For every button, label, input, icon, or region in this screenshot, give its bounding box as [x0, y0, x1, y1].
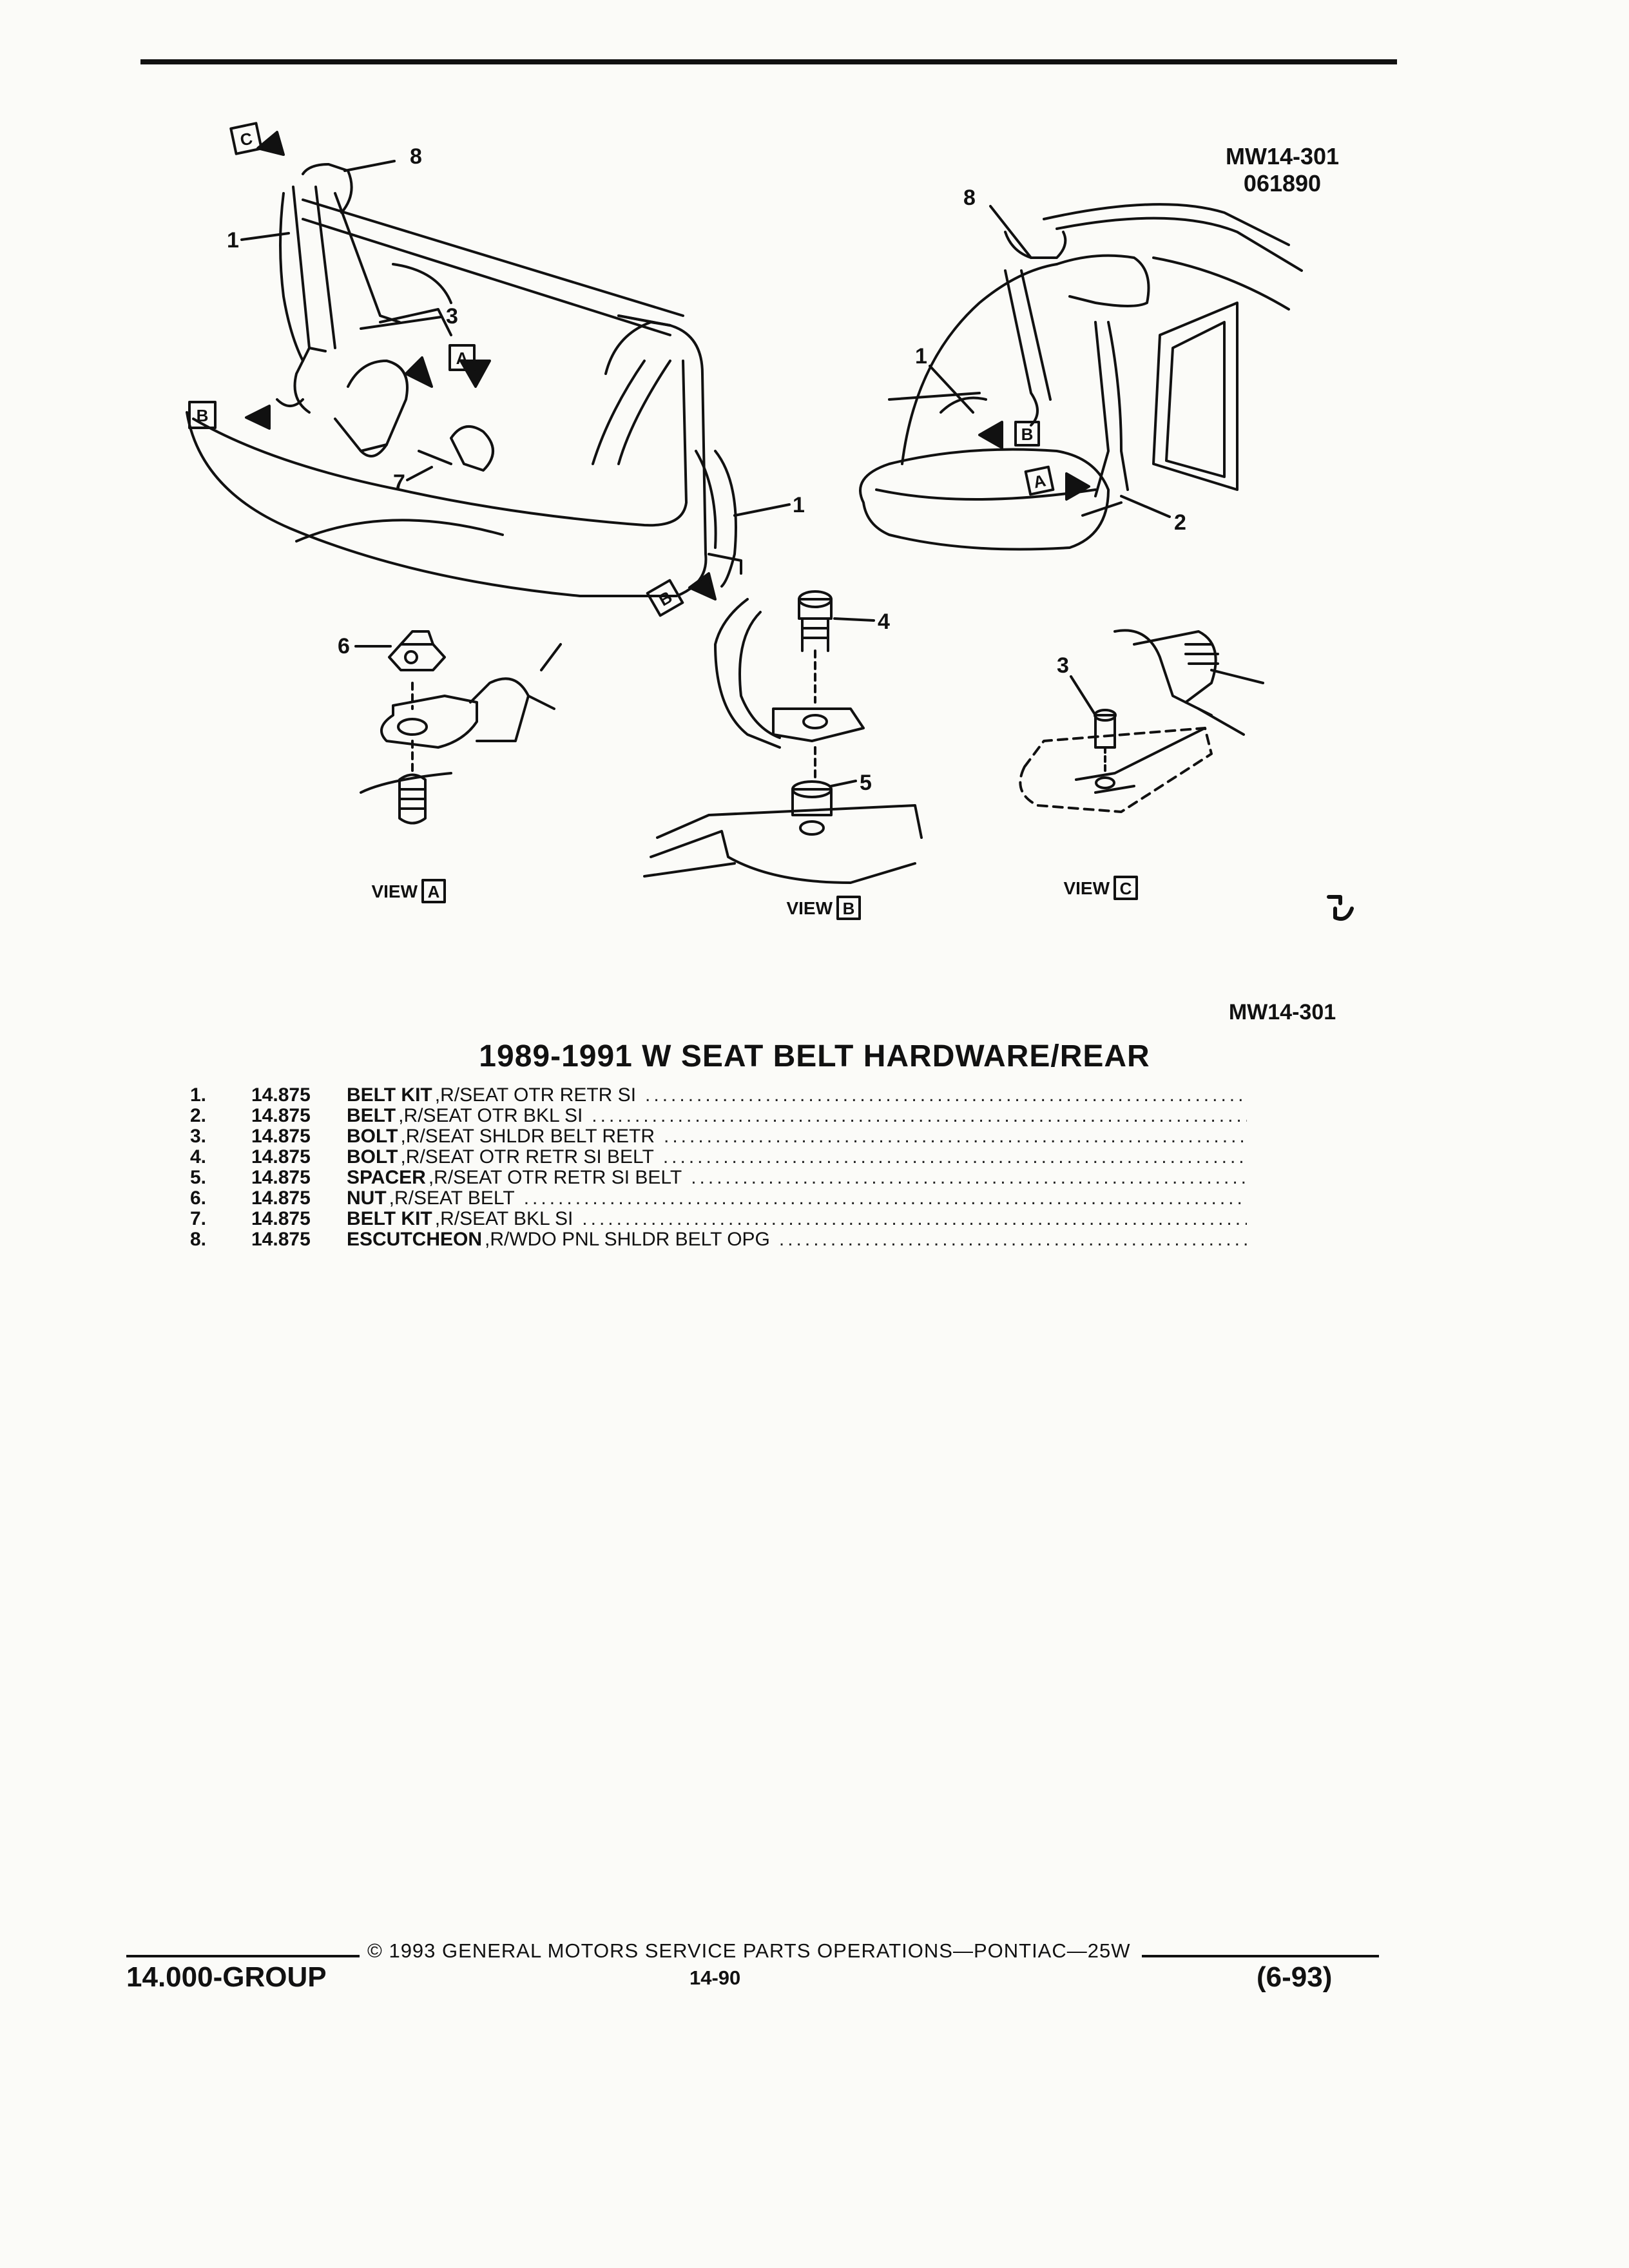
leader-dots: ........................................…	[592, 1106, 1247, 1126]
part-description: ,R/SEAT OTR RETR SI	[434, 1085, 637, 1106]
callout-2: 2	[1174, 510, 1186, 535]
parts-list-title: 1989-1991 W SEAT BELT HARDWARE/REAR	[479, 1039, 1150, 1073]
part-description: ,R/SEAT BKL SI	[434, 1209, 574, 1229]
leader-dots: ........................................…	[662, 1147, 1247, 1168]
callout-7: 7	[393, 470, 405, 495]
footer-copyright: © 1993 GENERAL MOTORS SERVICE PARTS OPER…	[367, 1939, 1131, 1962]
part-number: 3.	[190, 1126, 207, 1147]
part-number: 7.	[190, 1209, 207, 1229]
part-row: 4. 14.875 BOLT ,R/SEAT OTR RETR SI BELT …	[190, 1147, 1247, 1168]
leader-dots: ........................................…	[645, 1085, 1247, 1106]
view-a-drawing	[360, 630, 562, 825]
part-row: 8. 14.875 ESCUTCHEON ,R/WDO PNL SHLDR BE…	[190, 1229, 1247, 1250]
view-b-drawing	[643, 590, 923, 884]
footer-group-label: 14.000-GROUP	[126, 1961, 327, 1993]
part-name: NUT	[347, 1188, 387, 1209]
part-description: ,R/WDO PNL SHLDR BELT OPG	[485, 1229, 770, 1250]
callout-5: 5	[860, 771, 872, 795]
part-name: SPACER	[347, 1168, 426, 1188]
part-description: ,R/SEAT OTR BKL SI	[398, 1106, 583, 1126]
part-description: ,R/SEAT OTR RETR SI BELT	[400, 1147, 654, 1168]
box-letter-b-side: B	[1021, 425, 1034, 444]
part-row: 3. 14.875 BOLT ,R/SEAT SHLDR BELT RETR .…	[190, 1126, 1247, 1147]
part-row: 6. 14.875 NUT ,R/SEAT BELT .............…	[190, 1188, 1247, 1209]
seat-belt-hardware-illustration: 8 1 3 7 1 8 1 2 4 5 6 3 C A B B A B A B …	[186, 122, 1354, 921]
callout-8-main: 8	[410, 144, 422, 169]
footer-page-number: 14-90	[689, 1966, 741, 1989]
callout-6: 6	[338, 634, 350, 658]
leader-dots: ........................................…	[663, 1126, 1247, 1147]
view-b-box-letter: B	[843, 899, 855, 918]
part-row: 5. 14.875 SPACER ,R/SEAT OTR RETR SI BEL…	[190, 1168, 1247, 1188]
leader-dots: ........................................…	[691, 1168, 1247, 1188]
box-letter-b-main: B	[197, 406, 209, 425]
part-row: 7. 14.875 BELT KIT ,R/SEAT BKL SI ......…	[190, 1209, 1247, 1229]
part-group: 14.875	[251, 1188, 311, 1209]
box-letter-a-main: A	[456, 349, 468, 368]
box-letter-b-belt: B	[655, 587, 675, 610]
view-c-label: VIEW	[1063, 878, 1110, 898]
part-name: BELT KIT	[347, 1209, 432, 1229]
callout-4: 4	[878, 610, 890, 634]
part-name: BELT KIT	[347, 1085, 432, 1106]
part-number: 8.	[190, 1229, 207, 1250]
callout-1-main: 1	[227, 228, 239, 253]
rear-seat-drawing	[186, 163, 742, 597]
part-description: ,R/SEAT BELT	[389, 1188, 515, 1209]
footer-revision-date: (6-93)	[1257, 1961, 1333, 1993]
part-group: 14.875	[251, 1106, 311, 1126]
callout-8-side: 8	[963, 186, 976, 210]
part-name: BELT	[347, 1106, 396, 1126]
callout-1-side: 1	[915, 344, 927, 369]
part-number: 6.	[190, 1188, 207, 1209]
leader-dots: ........................................…	[778, 1229, 1247, 1250]
figure-code: MW14-301 061890	[1211, 143, 1353, 197]
part-group: 14.875	[251, 1229, 311, 1250]
leader-dots: ........................................…	[582, 1209, 1247, 1229]
top-rule	[140, 59, 1397, 64]
box-letter-a-side: A	[1032, 470, 1048, 492]
part-description: ,R/SEAT SHLDR BELT RETR	[400, 1126, 655, 1147]
part-number: 5.	[190, 1168, 207, 1188]
figure-code-date: 061890	[1243, 170, 1322, 197]
part-name: ESCUTCHEON	[347, 1229, 483, 1250]
part-row: 1. 14.875 BELT KIT ,R/SEAT OTR RETR SI .…	[190, 1085, 1247, 1106]
part-group: 14.875	[251, 1085, 311, 1106]
view-c-box-letter: C	[1120, 879, 1132, 898]
part-name: BOLT	[347, 1126, 398, 1147]
part-group: 14.875	[251, 1126, 311, 1147]
part-group: 14.875	[251, 1168, 311, 1188]
view-c-drawing	[1019, 629, 1264, 813]
footer-rule-left	[126, 1955, 360, 1957]
side-seat-drawing	[859, 203, 1303, 551]
view-b-label: VIEW	[786, 898, 833, 918]
figure-caption-code: MW14-301	[1228, 1000, 1336, 1024]
callout-3-main: 3	[446, 304, 458, 329]
view-a-box-letter: A	[428, 882, 440, 901]
part-number: 1.	[190, 1085, 207, 1106]
part-number: 2.	[190, 1106, 207, 1126]
leader-dots: ........................................…	[523, 1188, 1247, 1209]
part-group: 14.875	[251, 1147, 311, 1168]
parts-list: 1. 14.875 BELT KIT ,R/SEAT OTR RETR SI .…	[190, 1085, 1247, 1250]
callout-1-belt: 1	[793, 493, 805, 517]
callout-3-view-c: 3	[1057, 653, 1069, 678]
part-description: ,R/SEAT OTR RETR SI BELT	[428, 1168, 682, 1188]
part-group: 14.875	[251, 1209, 311, 1229]
view-a-label: VIEW	[371, 881, 418, 901]
part-row: 2. 14.875 BELT ,R/SEAT OTR BKL SI ......…	[190, 1106, 1247, 1126]
figure-code-id: MW14-301	[1225, 143, 1340, 169]
part-name: BOLT	[347, 1147, 398, 1168]
footer-rule-right	[1142, 1955, 1379, 1957]
part-number: 4.	[190, 1147, 207, 1168]
box-letter-c-main: C	[238, 128, 255, 149]
